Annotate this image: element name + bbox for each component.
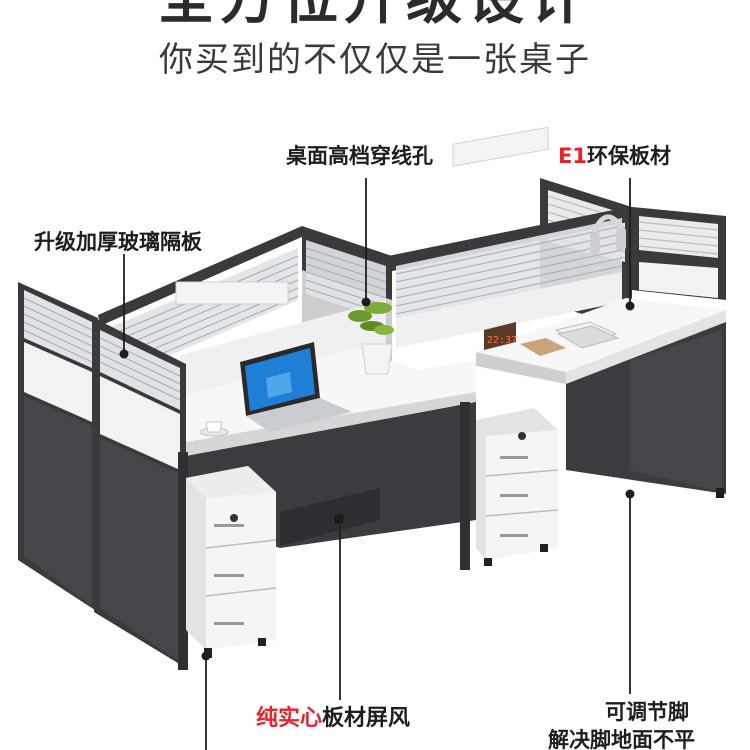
callout-eco-board-suffix: 环保板材 — [586, 144, 671, 168]
desk-clock: 22:37 — [484, 322, 517, 350]
callout-glass-partition: 升级加厚玻璃隔板 — [34, 230, 202, 254]
plant-icon — [348, 302, 394, 375]
drawer-pedestal-left — [186, 466, 277, 658]
cup-icon — [199, 421, 229, 437]
callout-leaders — [119, 178, 635, 750]
subtitle: 你买到的不仅仅是一张桌子 — [159, 40, 591, 80]
callout-solid-screen: 纯实心板材屏风 — [256, 708, 410, 730]
callout-uneven-floor: 解决脚地面不平 — [548, 728, 695, 750]
callout-eco-board: E1环保板材 — [558, 146, 671, 167]
callout-solid-screen-rest: 板材屏风 — [322, 706, 411, 731]
callout-adjustable-feet: 可调节脚 — [605, 700, 689, 724]
left-front-partition — [18, 282, 470, 670]
headphones-icon — [590, 214, 626, 254]
callout-cable-hole: 桌面高档穿线孔 — [286, 144, 433, 168]
callout-eco-board-prefix: E1 — [558, 144, 587, 168]
headline: 全方位升级设计 — [0, 0, 750, 32]
drawer-pedestal-right — [476, 408, 559, 566]
books-icon — [520, 321, 620, 356]
clock-display: 22:37 — [487, 335, 517, 346]
laptop-icon — [240, 342, 352, 432]
callout-solid-screen-accent: 纯实心 — [256, 706, 323, 731]
